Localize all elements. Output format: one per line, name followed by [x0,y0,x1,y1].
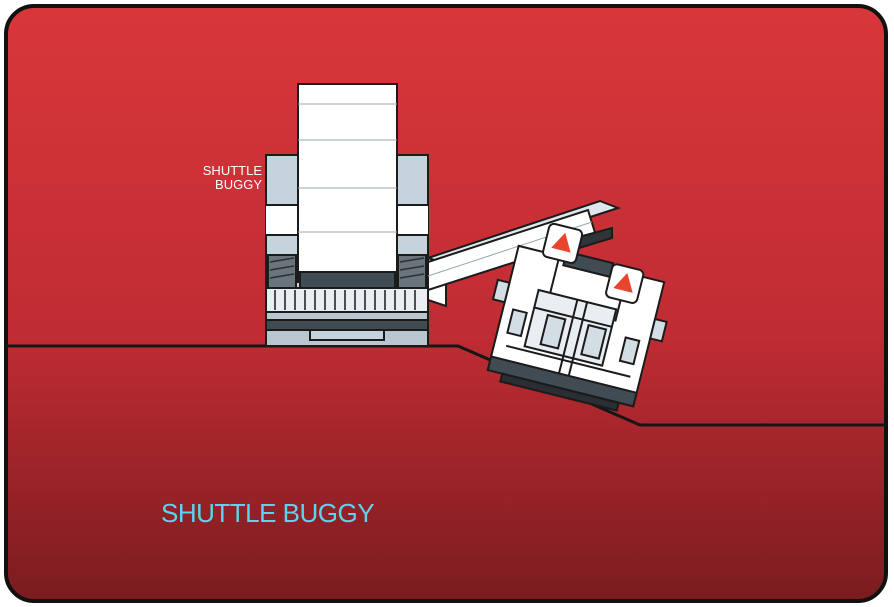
vehicle-label: SHUTTLE BUGGY [192,164,262,192]
diagram-caption: SHUTTLE BUGGY [161,498,374,529]
